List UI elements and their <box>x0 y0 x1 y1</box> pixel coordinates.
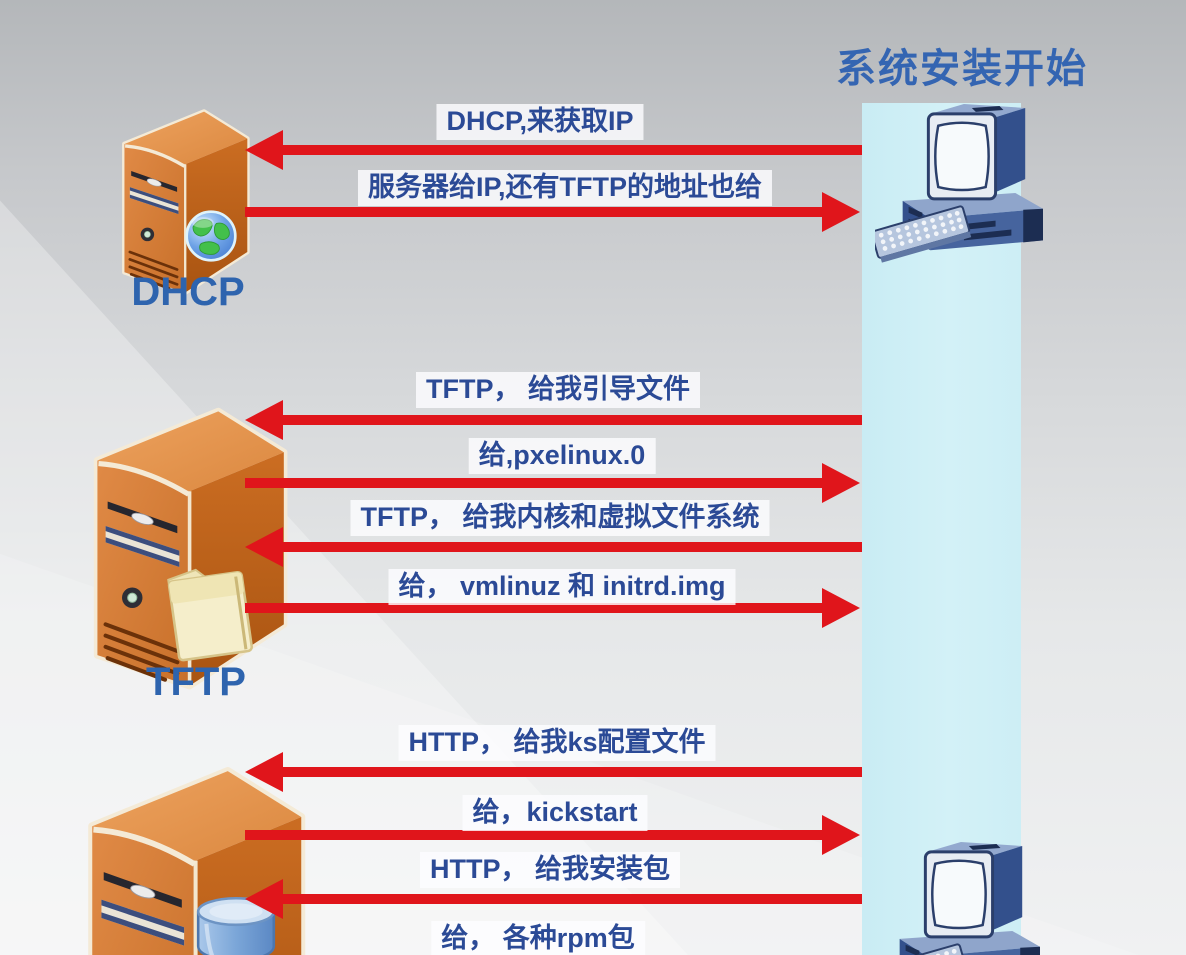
message-tftp-kernel-request: TFTP， 给我内核和虚拟文件系统 <box>350 500 770 537</box>
arrow-tftp-kernel-request <box>283 542 862 552</box>
arrow-tftp-kernel-reply <box>245 603 822 613</box>
arrow-http-ks-reply <box>245 830 822 840</box>
dhcp-server-label: DHCP <box>131 270 245 314</box>
message-http-ks-reply: 给，kickstart <box>462 795 648 832</box>
diagram-title: 系统安装开始 <box>836 47 1088 91</box>
tftp-server-label: TFTP <box>146 660 246 704</box>
arrow-http-ks-request <box>283 767 862 777</box>
message-dhcp-request: DHCP,来获取IP <box>436 104 644 141</box>
message-http-rpm-reply: 给， 各种rpm包 <box>431 921 645 955</box>
folder-icon <box>165 562 254 663</box>
client-pc-icon-bottom <box>872 840 1040 955</box>
arrow-dhcp-reply <box>245 207 822 217</box>
message-dhcp-reply: 服务器给IP,还有TFTP的地址也给 <box>357 170 773 207</box>
arrow-tftp-bootfile-request <box>283 415 862 425</box>
tftp-server-group: TFTP <box>83 397 288 704</box>
message-http-ks-request: HTTP， 给我ks配置文件 <box>398 725 716 762</box>
message-tftp-kernel-reply: 给， vmlinuz 和 initrd.img <box>388 569 736 606</box>
globe-icon <box>185 210 237 262</box>
server-tower-icon <box>115 102 250 298</box>
arrow-dhcp-request <box>283 145 862 155</box>
arrow-tftp-bootfile-reply <box>245 478 822 488</box>
arrow-http-rpm-request <box>283 894 862 904</box>
message-tftp-bootfile-request: TFTP， 给我引导文件 <box>416 372 700 409</box>
message-tftp-bootfile-reply: 给,pxelinux.0 <box>468 438 656 475</box>
dhcp-server-group: DHCP <box>115 102 250 314</box>
message-http-rpm-request: HTTP， 给我安装包 <box>420 852 680 889</box>
client-pc-icon <box>875 102 1043 265</box>
